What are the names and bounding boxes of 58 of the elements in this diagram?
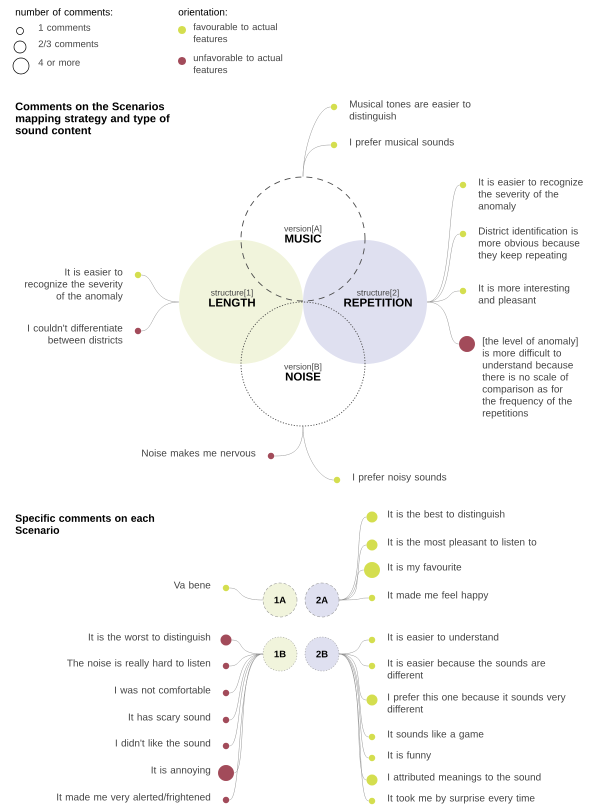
connector-line bbox=[141, 274, 180, 302]
comment-text: District identification is more obvious because they keep repeating bbox=[478, 227, 580, 261]
legend-label: unfavorable to actual features bbox=[193, 54, 282, 74]
comment-text: It has scary sound bbox=[128, 713, 210, 723]
comment-text: I prefer musical sounds bbox=[350, 138, 454, 148]
comment-text: Musical tones are easier to distinguish bbox=[350, 100, 470, 122]
comment-text: I prefer this one because it sounds very different bbox=[388, 693, 566, 713]
connector-line bbox=[229, 654, 263, 694]
connector-line bbox=[229, 588, 263, 600]
connector-line bbox=[141, 302, 180, 332]
comment-text: The noise is really hard to listen bbox=[67, 659, 210, 669]
legend-label: 2/3 comments bbox=[38, 40, 98, 48]
connector-line bbox=[339, 654, 369, 802]
comment-text: It sounds like a game bbox=[388, 730, 484, 740]
comment-text: It is the best to distinguish bbox=[388, 510, 504, 520]
connector-line bbox=[426, 290, 460, 302]
comment-text: It is easier to understand bbox=[388, 633, 498, 641]
comment-text: I was not comfortable bbox=[115, 686, 210, 694]
legend-label: favourable to actual features bbox=[193, 23, 277, 42]
connector-line bbox=[229, 654, 263, 720]
connector-line bbox=[231, 640, 263, 654]
connector-line bbox=[229, 654, 263, 800]
connector-line bbox=[234, 654, 263, 774]
connector-line bbox=[302, 426, 334, 480]
connector-line bbox=[339, 654, 367, 700]
comment-text: It made me feel happy bbox=[388, 591, 488, 601]
legend-heading: orientation: bbox=[178, 8, 227, 16]
connector-line bbox=[339, 598, 369, 600]
comment-text: It is the worst to distinguish bbox=[88, 633, 210, 643]
comment-text: It is easier to recognize the severity of the anomaly bbox=[478, 178, 583, 212]
legend-label: 1 comments bbox=[38, 24, 90, 31]
comment-text: It is easier because the sounds are different bbox=[388, 659, 546, 679]
connector-line bbox=[339, 654, 369, 666]
comment-text: I didn't like the sound bbox=[116, 739, 210, 747]
comment-text: It is my favourite bbox=[388, 563, 462, 573]
comment-text: It is more interesting and pleasant bbox=[478, 284, 570, 306]
legend-heading: number of comments: bbox=[16, 8, 112, 16]
connector-line bbox=[426, 302, 460, 344]
connector-line bbox=[274, 426, 304, 456]
connector-line bbox=[229, 654, 263, 666]
comment-text: It is easier to recognize the severity of the anomaly bbox=[25, 268, 123, 302]
comment-text: Noise makes me nervous bbox=[142, 449, 256, 457]
comment-text: I couldn't differentiate between districts bbox=[28, 324, 122, 344]
connector-line bbox=[302, 144, 331, 177]
comment-text: It is annoying bbox=[152, 766, 210, 776]
comment-text: [the level of anomaly] is more difficult to understand because there is no scale of comparison as for the frequency of the repetitions bbox=[482, 337, 578, 419]
comment-text: I attributed meanings to the sound bbox=[388, 773, 541, 783]
connector-line bbox=[339, 640, 369, 654]
comment-text: It is funny bbox=[388, 751, 432, 761]
connector-line bbox=[339, 654, 367, 780]
heading: Specific comments on each Scenario bbox=[16, 514, 154, 534]
comment-text: I prefer noisy sounds bbox=[353, 473, 446, 483]
comment-text: Va bene bbox=[174, 581, 210, 589]
heading: Comments on the Scenarios mapping strategy and type of sound content bbox=[16, 102, 170, 134]
comment-text: It is the most pleasant to listen to bbox=[388, 538, 536, 548]
legend-label: 4 or more bbox=[38, 59, 80, 66]
comment-text: It made me very alerted/frightened bbox=[57, 793, 210, 803]
comment-text: It took me by surprise every time bbox=[388, 794, 535, 804]
